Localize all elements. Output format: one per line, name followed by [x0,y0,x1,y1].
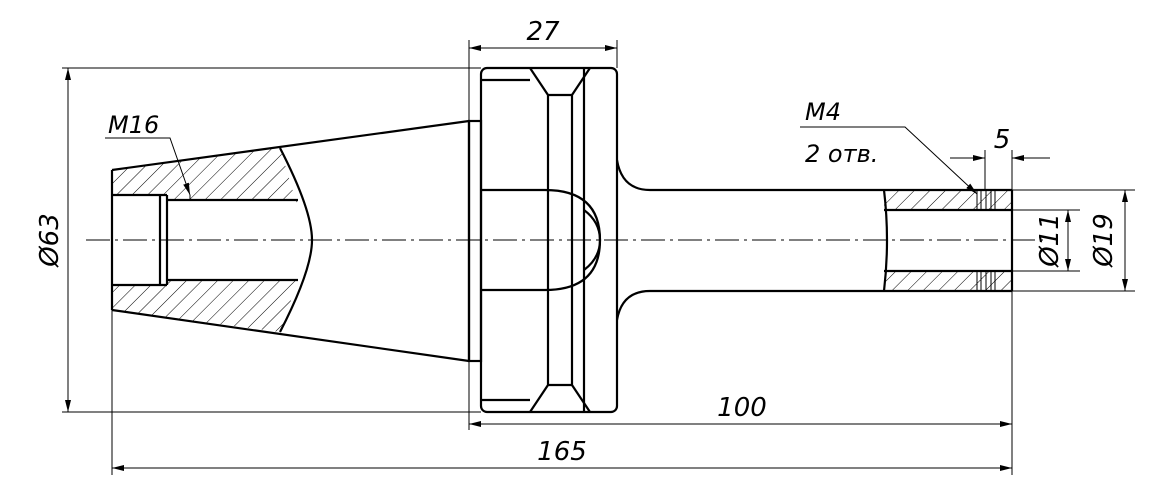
overall-length-dimension: 165 [537,437,587,467]
reach-shaft [615,159,1014,321]
tail-thread-label: M16 [108,111,159,139]
nose-section-hatching [884,190,1012,291]
tail-section-hatching [112,148,298,332]
screw-count-label: 2 отв. [805,140,878,168]
screw-thread-label: M4 [805,98,841,126]
shank-diameter-dimension: Ø63 [35,213,65,268]
reach-length-dimension: 100 [717,393,767,423]
bore-diameter-dimension: Ø11 [1035,213,1065,268]
leader-lines [105,126,978,196]
dimension-lines [65,45,1128,471]
screw-offset-dimension: 5 [994,125,1011,155]
taper-shank [110,119,471,363]
extension-lines [62,40,1135,475]
flange-width-dimension: 27 [526,17,560,47]
nose-diameter-dimension: Ø19 [1089,213,1119,268]
